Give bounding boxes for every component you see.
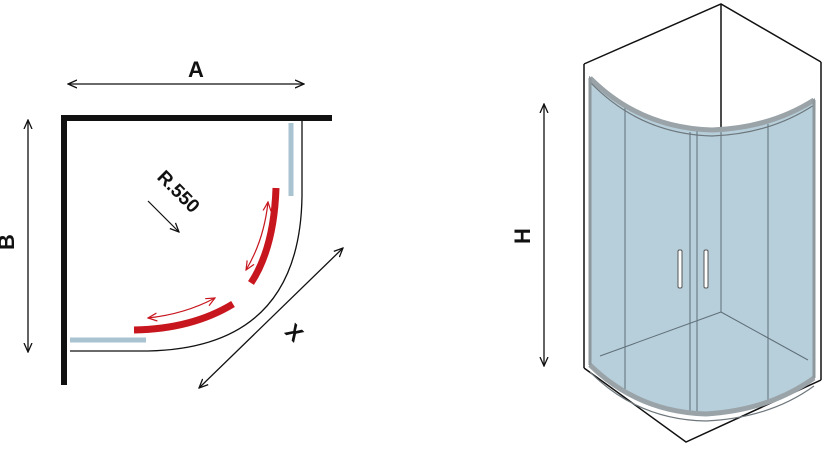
diagonal-dimension-arrow (199, 248, 343, 388)
inner-lines (599, 108, 809, 414)
corner-walls (61, 115, 332, 385)
diagonal-label: X (280, 319, 308, 347)
depth-label: B (0, 234, 19, 250)
height-label: H (510, 228, 535, 244)
top-frame-edge (589, 81, 815, 137)
radius-arrow (147, 200, 179, 232)
radius-label: R.550 (153, 167, 204, 218)
bottom-frame-edge (589, 371, 815, 422)
elevation-view: H (510, 3, 822, 443)
door-handle-right (703, 249, 709, 289)
plan-view: A B R.550 X (0, 57, 343, 388)
width-label: A (188, 57, 204, 82)
top-frame (588, 76, 816, 133)
door-handle-left (677, 249, 683, 289)
sliding-door-right (248, 187, 280, 285)
sliding-door-left (133, 301, 235, 334)
bottom-frame (588, 363, 816, 417)
